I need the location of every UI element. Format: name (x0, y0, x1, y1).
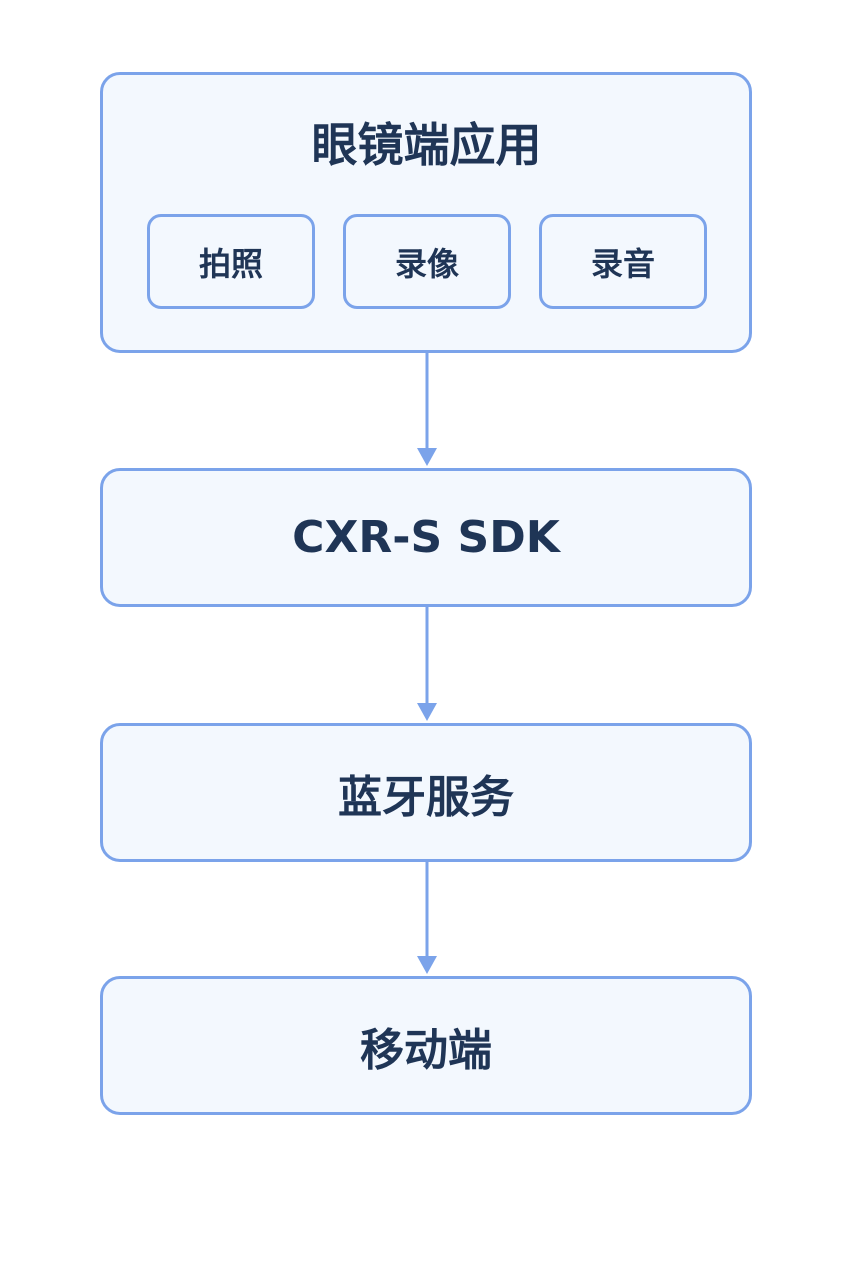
mobile-box: 移动端 (100, 976, 752, 1115)
sdk-label: CXR-S SDK (292, 512, 560, 563)
arrowhead-bluetooth-to-mobile (417, 956, 437, 974)
glasses-app-title: 眼镜端应用 (311, 118, 542, 172)
arrowhead-sdk-to-bluetooth (417, 703, 437, 721)
sdk-box: CXR-S SDK (100, 468, 752, 607)
feature-video: 录像 (343, 214, 511, 309)
bluetooth-service-box: 蓝牙服务 (100, 723, 752, 862)
feature-audio: 录音 (539, 214, 707, 309)
bluetooth-service-label: 蓝牙服务 (338, 771, 514, 823)
feature-photo: 拍照 (147, 214, 315, 309)
arrowhead-app-to-sdk (417, 448, 437, 466)
mobile-label: 移动端 (360, 1024, 492, 1076)
